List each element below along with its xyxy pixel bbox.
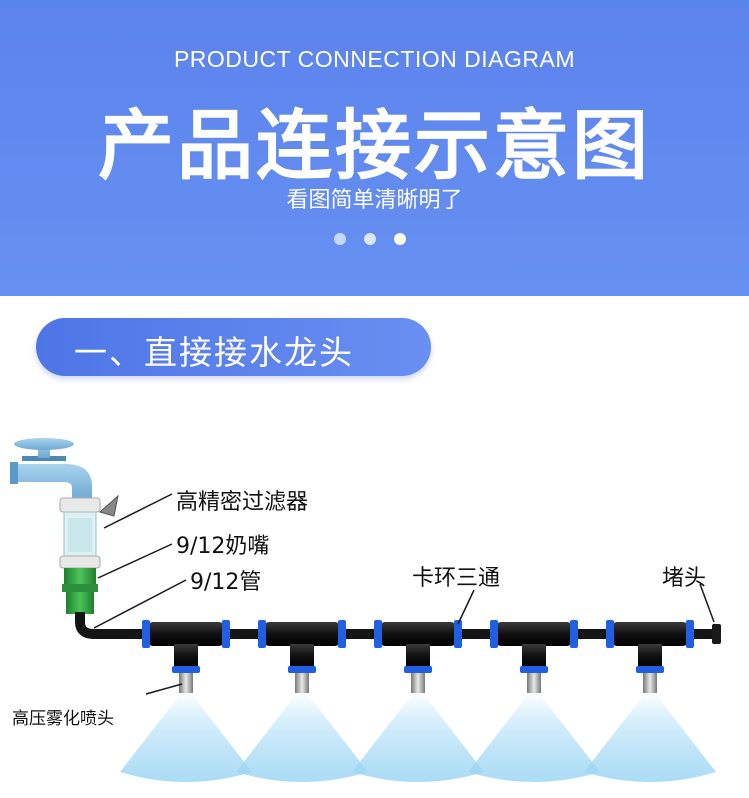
tee-fitting xyxy=(606,620,694,693)
nozzle xyxy=(179,673,193,693)
label-tee: 卡环三通 xyxy=(412,566,501,591)
tee-fitting xyxy=(374,620,462,693)
filter xyxy=(59,494,119,569)
section-heading-label: 一、直接接水龙头 xyxy=(74,333,354,372)
label-plug: 堵头 xyxy=(662,566,707,591)
tee-fitting xyxy=(490,620,578,693)
carousel-dots xyxy=(332,233,422,247)
mist-spray xyxy=(120,692,252,782)
nipple xyxy=(62,568,98,614)
page-title: 产品连接示意图 xyxy=(98,101,651,190)
tee-fitting xyxy=(142,620,230,693)
nozzle xyxy=(295,673,309,693)
page-subtitle: 看图简单清晰明了 xyxy=(286,188,463,213)
label-nipple: 9/12奶嘴 xyxy=(176,534,270,559)
carousel-dot-1[interactable] xyxy=(334,233,346,245)
label-filter: 高精密过滤器 xyxy=(176,490,309,515)
mist-sprays xyxy=(120,692,716,782)
nozzle xyxy=(527,673,541,693)
label-nozzle: 高压雾化喷头 xyxy=(12,709,114,729)
header-banner: PRODUCT CONNECTION DIAGRAM 产品连接示意图 看图简单清… xyxy=(0,0,749,296)
english-title: PRODUCT CONNECTION DIAGRAM xyxy=(173,46,576,72)
section-heading: 一、直接接水龙头 xyxy=(36,318,431,376)
mist-spray xyxy=(584,692,716,782)
connection-diagram xyxy=(10,438,721,782)
end-plug xyxy=(712,624,721,644)
faucet xyxy=(10,438,92,500)
nozzle xyxy=(411,673,425,693)
tee-fitting xyxy=(258,620,346,693)
label-pipe: 9/12管 xyxy=(190,570,262,595)
nozzle xyxy=(643,673,657,693)
mist-spray xyxy=(352,692,484,782)
mist-spray xyxy=(236,692,368,782)
carousel-dot-2[interactable] xyxy=(364,233,376,245)
main-pipe xyxy=(75,612,716,639)
mist-spray xyxy=(468,692,600,782)
carousel-dot-3-active[interactable] xyxy=(394,233,406,245)
leader-lines xyxy=(93,493,715,695)
tee-fittings xyxy=(142,620,694,693)
